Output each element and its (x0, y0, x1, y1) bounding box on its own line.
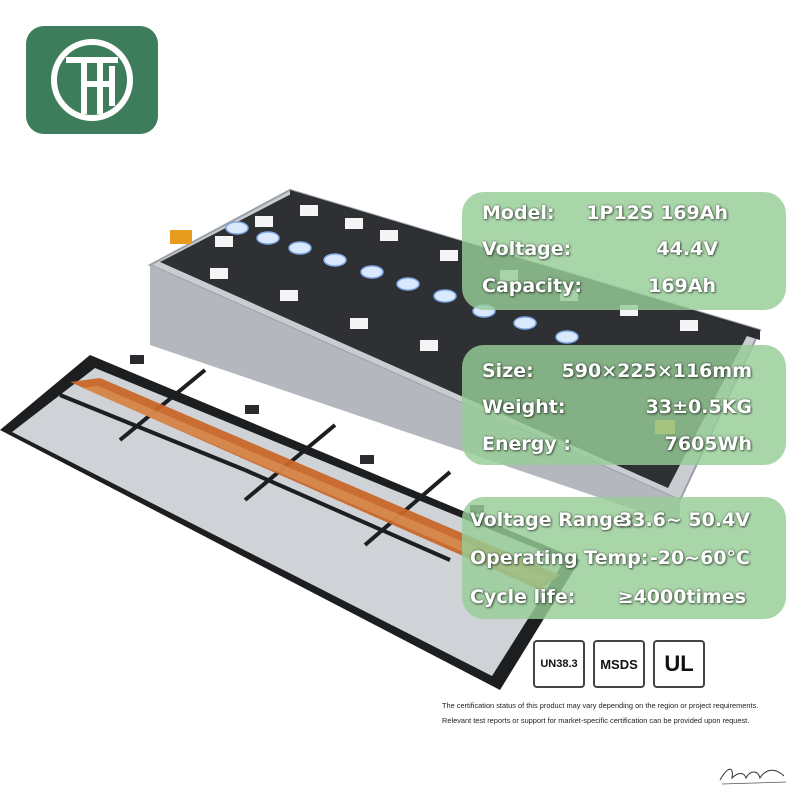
spec-row-cycle-life: Cycle life: ≥4000times (462, 582, 786, 612)
specs-panel-physical: Size: 590×225×116mm Weight: 33±0.5KG Ene… (462, 345, 786, 465)
specs-panel-performance: Voltage Range: 33.6~ 50.4V Operating Tem… (462, 497, 786, 619)
cert-ul-badge: UL (653, 640, 705, 688)
cert-label: UN38.3 (540, 658, 578, 670)
cert-un383-badge: UN38.3 (533, 640, 585, 688)
spec-row-size: Size: 590×225×116mm (462, 356, 786, 386)
spec-row-capacity: Capacity: 169Ah (462, 271, 786, 301)
spec-label: Model: (482, 202, 555, 224)
cert-label: MSDS (600, 656, 638, 672)
spec-row-voltage-range: Voltage Range: 33.6~ 50.4V (462, 505, 786, 535)
spec-label: Size: (482, 360, 534, 382)
cert-label: UL (664, 651, 694, 676)
spec-label: Voltage Range: (470, 509, 634, 531)
spec-label: Operating Temp: (470, 547, 649, 569)
brand-logo (26, 26, 158, 134)
spec-label: Voltage: (482, 238, 572, 260)
spec-row-energy: Energy : 7605Wh (462, 429, 786, 459)
spec-value: 1P12S 169Ah (586, 202, 728, 224)
brand-logo-mark (51, 39, 133, 121)
spec-value: 33.6~ 50.4V (619, 509, 750, 531)
spec-value: 33±0.5KG (645, 396, 752, 418)
certification-disclaimer: The certification status of this product… (442, 701, 759, 725)
spec-value: ≥4000times (617, 586, 746, 608)
terminal-icon (170, 230, 192, 244)
spec-label: Weight: (482, 396, 566, 418)
signature-mark (719, 768, 787, 785)
specs-panel-basic: Model: 1P12S 169Ah Voltage: 44.4V Capaci… (462, 192, 786, 310)
spec-label: Capacity: (482, 275, 583, 297)
spec-row-operating-temp: Operating Temp: -20~60°C (462, 543, 786, 573)
spec-value: -20~60°C (649, 547, 750, 569)
cert-msds-badge: MSDS (593, 640, 645, 688)
spec-value: 169Ah (648, 275, 716, 297)
spec-row-voltage: Voltage: 44.4V (462, 234, 786, 264)
spec-label: Cycle life: (470, 586, 576, 608)
spec-row-model: Model: 1P12S 169Ah (462, 198, 786, 228)
spec-value: 7605Wh (664, 433, 752, 455)
spec-label: Energy : (482, 433, 571, 455)
spec-row-weight: Weight: 33±0.5KG (462, 392, 786, 422)
spec-value: 44.4V (656, 238, 718, 260)
spec-value: 590×225×116mm (561, 360, 752, 382)
